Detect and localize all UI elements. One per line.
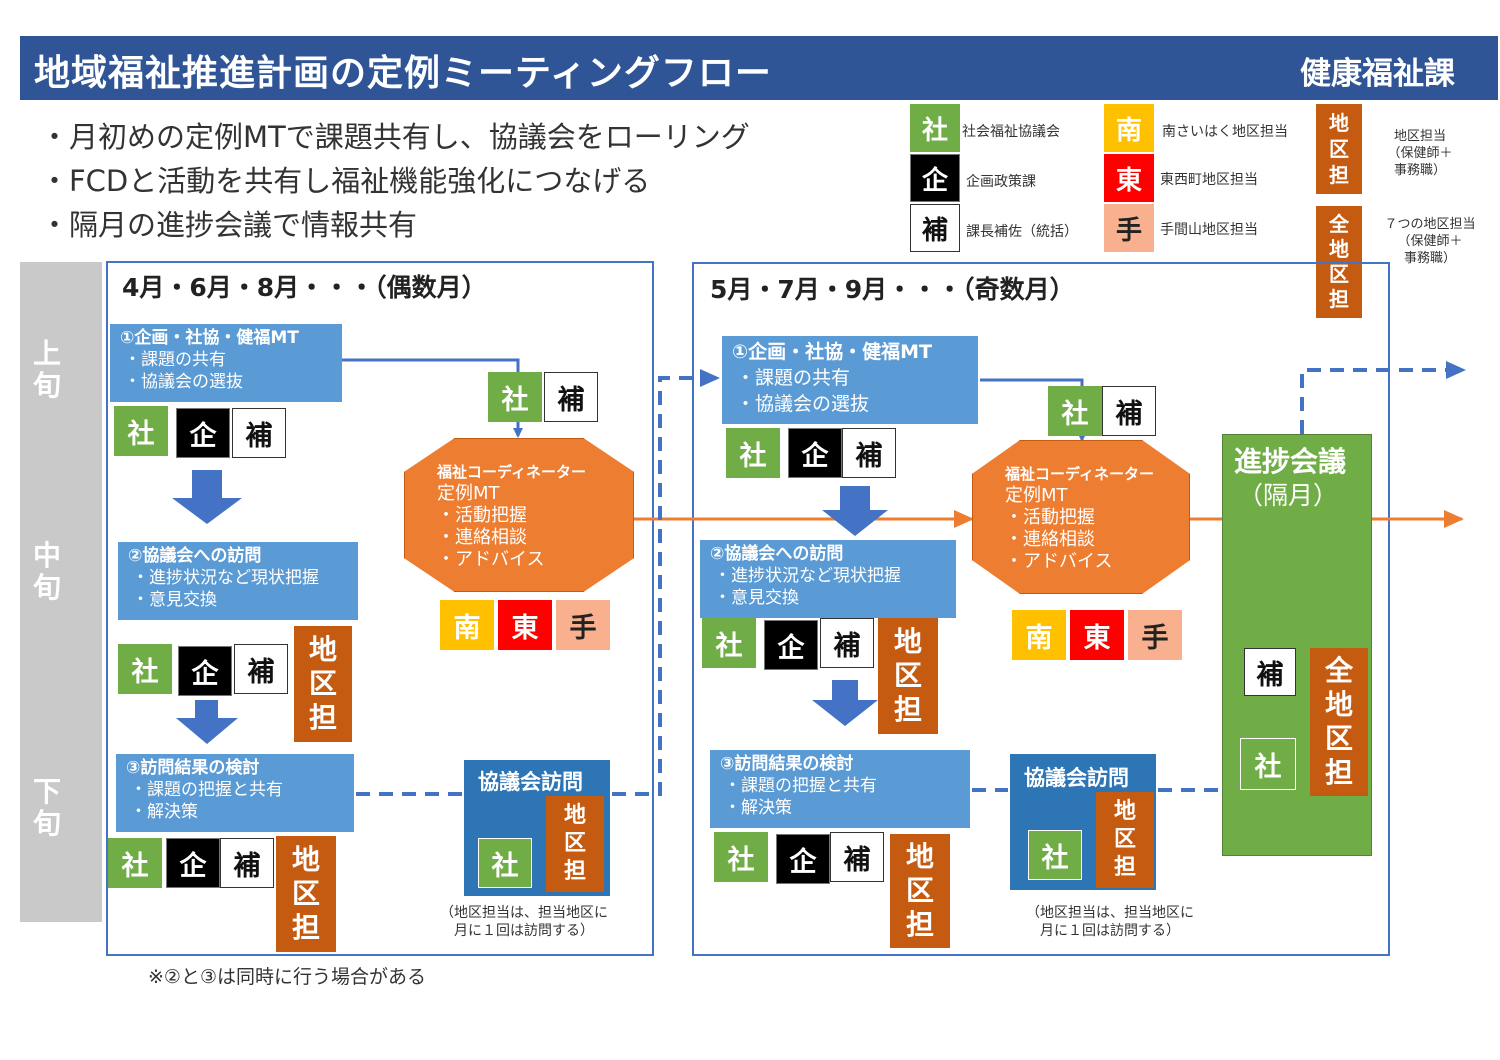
odd-min-icon: 南	[1012, 610, 1066, 660]
odd-t2-ho-icon: 補	[820, 618, 874, 668]
period-late: 下旬	[32, 775, 61, 840]
odd-down-arrow-1	[822, 486, 888, 536]
legend-chiku-label: 地区担当（保健師＋事務職）	[1387, 129, 1453, 178]
legend-sha-label: 社会福祉協議会	[962, 124, 1060, 140]
odd-visit-title: 協議会訪問	[1024, 766, 1129, 790]
even-t1-kig-icon: 企	[176, 408, 230, 458]
legend-kig-label: 企画政策課	[966, 174, 1036, 190]
legend-chiku-icon: 地区担	[1316, 104, 1362, 194]
legend-min-label: 南さいはく地区担当	[1162, 124, 1288, 140]
odd-te-icon: 手	[1128, 610, 1182, 660]
odd-t3-chiku-icon: 地区担	[890, 834, 950, 948]
odd-visit-note: （地区担当は、担当地区に月に１回は訪問する）	[1026, 905, 1194, 939]
odd-t1-ho-icon: 補	[842, 428, 896, 478]
even-t1-sha-icon: 社	[114, 406, 168, 456]
department-name: 健康福祉課	[1300, 56, 1455, 92]
even-min-icon: 南	[440, 600, 494, 650]
odd-fcd-ho-icon: 補	[1102, 386, 1156, 436]
even-down-arrow-1	[172, 470, 242, 524]
even-visit-note: （地区担当は、担当地区に月に１回は訪問する）	[440, 905, 608, 939]
legend-ho-icon: 補	[910, 204, 960, 252]
even-visit-chiku-icon: 地区担	[546, 796, 604, 892]
even-fcd-meeting: 福祉コーディネーター 定例MT ・活動把握 ・連絡相談 ・アドバイス	[404, 438, 634, 592]
even-task3-box: ③訪問結果の検討 ・課題の把握と共有 ・解決策	[116, 754, 354, 832]
odd-t3-sha-icon: 社	[714, 832, 768, 882]
progress-zen-icon: 全地区担	[1310, 648, 1368, 796]
odd-task1-box: ①企画・社協・健福MT ・課題の共有 ・協議会の選抜	[722, 336, 978, 424]
legend-min-icon: 南	[1104, 104, 1154, 152]
legend-te-label: 手間山地区担当	[1160, 222, 1258, 238]
progress-meeting-title: 進捗会議	[1234, 445, 1347, 478]
even-fcd-sha-icon: 社	[488, 372, 542, 422]
even-hig-icon: 東	[498, 600, 552, 650]
odd-t1-kig-icon: 企	[788, 428, 842, 478]
even-t3-chiku-icon: 地区担	[276, 836, 336, 952]
even-month-title: 4月・6月・8月・・・（偶数月）	[122, 273, 487, 302]
even-task2-box: ②協議会への訪問 ・進捗状況など現状把握 ・意見交換	[118, 542, 358, 620]
legend-kig-icon: 企	[910, 154, 960, 202]
odd-dashed-3	[1300, 361, 1466, 434]
even-t2-chiku-icon: 地区担	[294, 626, 352, 742]
legend-ho-label: 課長補佐（統括）	[966, 224, 1078, 240]
legend-zen-label: ７つの地区担当（保健師＋事務職）	[1384, 217, 1476, 266]
odd-month-title: 5月・7月・9月・・・（奇数月）	[710, 275, 1075, 304]
progress-sha-icon: 社	[1240, 738, 1296, 790]
odd-t1-sha-icon: 社	[726, 428, 780, 478]
even-t1-ho-icon: 補	[232, 408, 286, 458]
period-early: 上旬	[32, 337, 61, 402]
odd-fcd-meeting: 福祉コーディネーター 定例MT ・活動把握 ・連絡相談 ・アドバイス	[972, 440, 1190, 594]
even-down-arrow-2	[176, 700, 238, 744]
progress-ho-icon: 補	[1244, 648, 1296, 696]
odd-t2-chiku-icon: 地区担	[878, 618, 938, 734]
odd-month-panel	[692, 262, 1390, 956]
odd-task3-box: ③訪問結果の検討 ・課題の把握と共有 ・解決策	[710, 750, 970, 828]
odd-visit-chiku-icon: 地区担	[1096, 792, 1154, 888]
even-month-panel	[106, 261, 654, 956]
odd-t3-ho-icon: 補	[830, 832, 884, 882]
page-title: 地域福祉推進計画の定例ミーティングフロー	[34, 53, 772, 94]
even-t3-sha-icon: 社	[108, 838, 162, 888]
footnote: ※②と③は同時に行う場合がある	[148, 966, 426, 988]
title-bar	[20, 36, 1498, 100]
odd-hig-icon: 東	[1070, 610, 1124, 660]
even-t2-sha-icon: 社	[118, 644, 172, 694]
even-t3-ho-icon: 補	[220, 838, 274, 888]
odd-t3-kig-icon: 企	[776, 834, 830, 884]
legend-te-icon: 手	[1104, 204, 1154, 252]
legend-hig-label: 東西町地区担当	[1160, 172, 1258, 188]
even-dashed-2	[612, 369, 720, 796]
odd-t2-kig-icon: 企	[764, 620, 818, 670]
even-visit-title: 協議会訪問	[478, 770, 583, 794]
bullet-1: ・月初めの定例MTで課題共有し、協議会をローリング	[40, 120, 750, 154]
bullet-2: ・FCDと活動を共有し福祉機能強化につなげる	[40, 164, 651, 198]
even-visit-sha-icon: 社	[478, 838, 532, 888]
even-task1-heading: ①企画・社協・健福MT	[120, 328, 299, 348]
period-sidebar	[20, 262, 102, 922]
legend-sha-icon: 社	[910, 104, 960, 152]
even-fcd-ho-icon: 補	[544, 372, 598, 422]
period-mid: 中旬	[32, 539, 61, 604]
even-t2-kig-icon: 企	[178, 646, 232, 696]
odd-t2-sha-icon: 社	[702, 618, 756, 668]
even-te-icon: 手	[556, 600, 610, 650]
odd-down-arrow-2	[812, 680, 878, 726]
odd-task2-box: ②協議会への訪問 ・進捗状況など現状把握 ・意見交換	[700, 540, 956, 618]
odd-visit-sha-icon: 社	[1028, 830, 1082, 880]
even-t2-ho-icon: 補	[234, 644, 288, 694]
bullet-3: ・隔月の進捗会議で情報共有	[40, 208, 418, 242]
even-t3-kig-icon: 企	[166, 838, 220, 888]
even-task1-box: ①企画・社協・健福MT ・課題の共有 ・協議会の選抜	[110, 324, 342, 402]
legend-hig-icon: 東	[1104, 154, 1154, 202]
odd-fcd-sha-icon: 社	[1048, 386, 1102, 436]
progress-meeting-sub: （隔月）	[1238, 481, 1339, 510]
